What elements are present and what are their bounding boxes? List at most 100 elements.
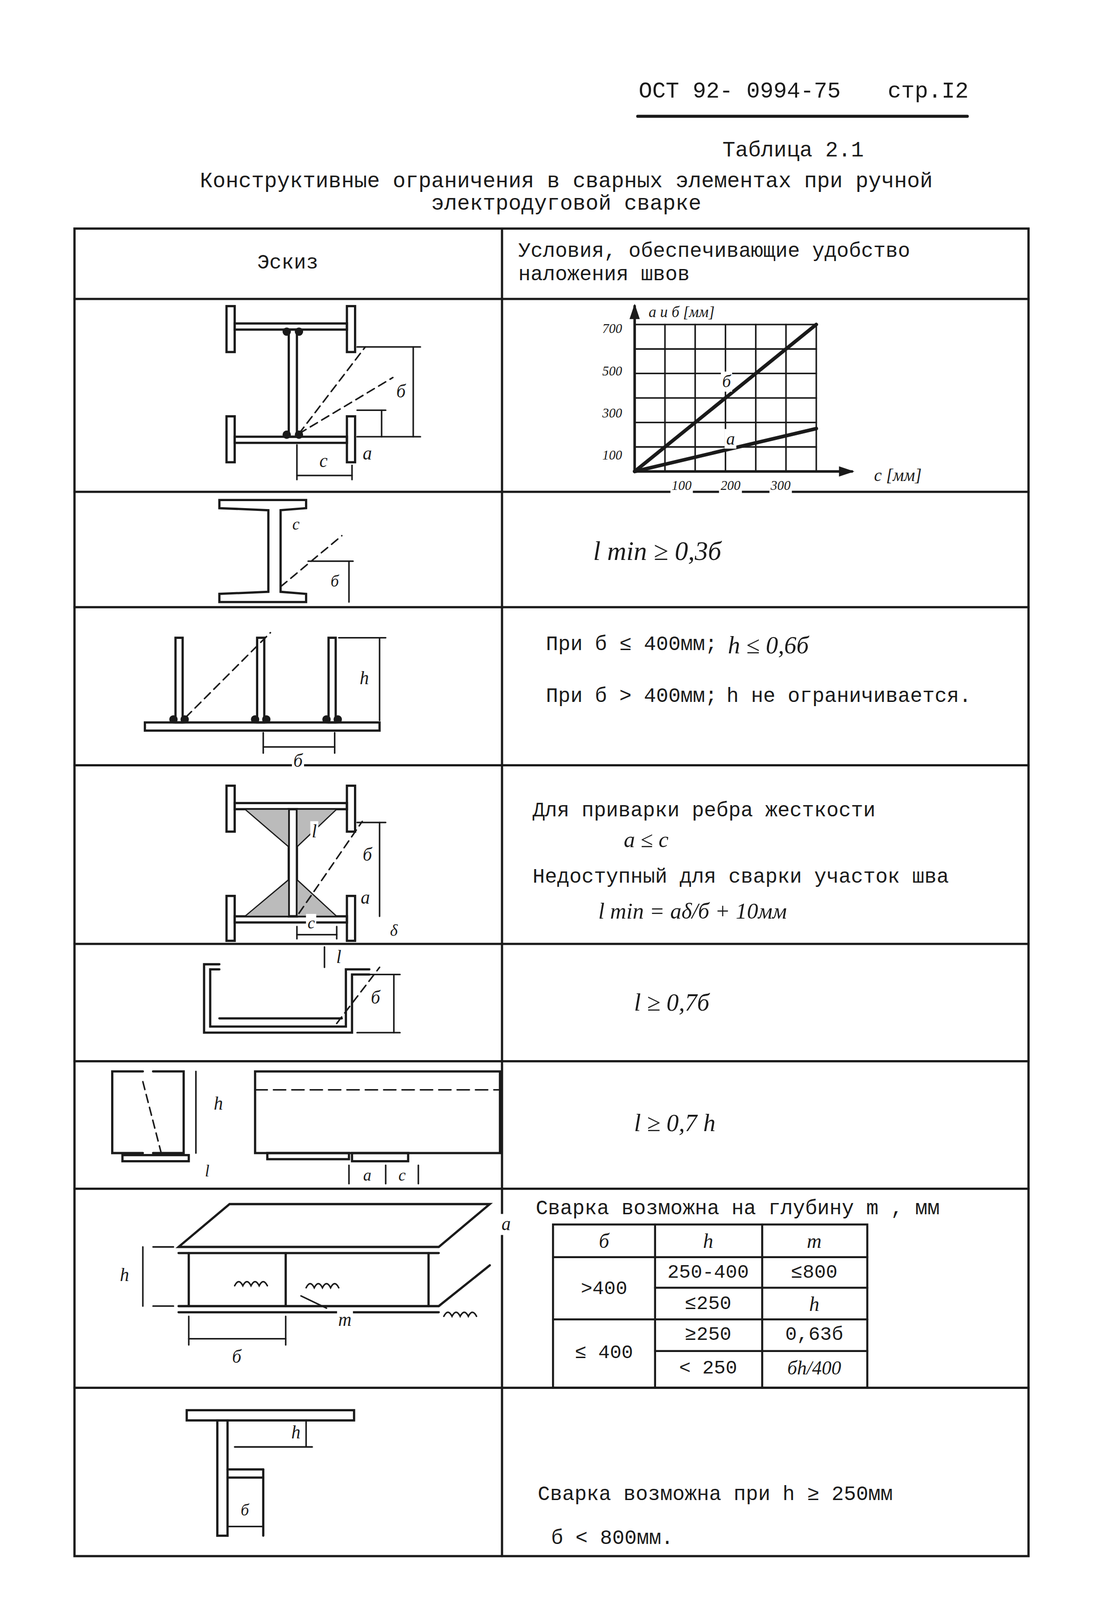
drawing-line [187,1252,191,1307]
drawing-line [296,474,353,477]
table-text: c [396,1166,408,1185]
table-text: Недоступный для сварки участок шва [532,865,949,890]
drawing-rect [552,1224,868,1388]
drawing-circle [263,716,270,723]
table-text: Сварка возможна на глубину m , мм [535,1197,940,1221]
drawing-line [552,1256,868,1259]
drawing-line [254,1088,500,1091]
table-text: a [724,428,737,449]
table-text: h [212,1093,225,1115]
table-text: Эскиз [257,251,319,276]
drawing-line [755,324,757,472]
table-text: При б > 400мм; [545,685,718,709]
drawing-line [153,1245,174,1248]
drawing-line [634,428,817,472]
page-header: ОСТ 92- 0994-75 [638,78,842,105]
sketch-row6 [112,1071,500,1184]
drawing-path [234,1281,340,1288]
table-text: a [361,1166,373,1185]
table-text: < 250 [678,1357,738,1380]
drawing-line [74,606,1029,609]
drawing-line [298,821,362,914]
table-text: б [329,572,341,591]
drawing-line [141,1246,144,1307]
drawing-rect [226,305,235,352]
table-text: ≤250 [685,1293,732,1316]
drawing-line [298,346,366,434]
drawing-line [74,297,1029,301]
drawing-line [263,746,335,748]
drawing-rect [175,637,183,723]
drawing-path [210,969,370,1027]
drawing-rect [122,1154,189,1161]
drawing-line [234,1446,313,1448]
drawing-rect [346,785,355,832]
table-text: a [359,887,372,909]
table-text: 200 [719,478,743,494]
drawing-path [204,964,370,1033]
table-text: Условия, обеспечивающие удобство наложен… [518,239,923,287]
drawing-line [284,1316,287,1345]
sketch-row7 [142,1203,490,1345]
drawing-line [305,1420,307,1447]
drawing-rect [144,722,380,731]
table-text: 300 [769,478,792,494]
page-header: стр.I2 [887,78,969,105]
table-text: l ≥ 0,7б [632,988,712,1017]
drawing-line [335,926,338,939]
drawing-line [74,1386,1029,1389]
table-text: Для приварки ребра жесткости [532,799,876,823]
page-header: Таблица 2.1 [722,138,864,164]
drawing-line [348,561,350,602]
drawing-line [188,1316,190,1345]
table-text: c [306,913,317,933]
drawing-line [357,436,421,438]
sketch-row5 [204,947,401,1033]
drawing-line [427,1252,430,1307]
table-text: a [361,443,374,465]
table-text: c [мм] [872,465,924,486]
drawing-line [296,445,298,480]
drawing-line [301,1295,327,1309]
drawing-line [694,324,696,472]
chart [630,305,852,476]
sketch-row2 [219,500,354,602]
drawing-rect [288,329,297,437]
table-text: m [805,1229,824,1253]
table-text: 500 [600,363,624,380]
table-text: ≤ 400 [574,1341,634,1365]
drawing-path [178,1203,490,1247]
drawing-line [815,324,817,472]
drawing-path [443,1312,477,1317]
drawing-line [74,1187,1029,1190]
drawing-rect [226,785,235,832]
drawing-circle [283,431,290,438]
table-text: a ≤ c [622,827,671,853]
drawing-line [378,822,381,917]
table-text: δ [388,921,399,941]
drawing-circle [252,716,259,723]
drawing-rect [288,809,297,917]
table-text: 700 [600,320,624,337]
table-text: б [291,750,305,772]
drawing-line [384,1165,387,1184]
drawing-line [185,632,271,718]
table-text: c [290,515,302,534]
table-text: б [239,1500,251,1520]
drawing-line [227,1525,263,1528]
header-rule [637,115,968,118]
table-text: б [395,381,408,403]
drawing-rect [74,228,1029,1556]
drawing-line [412,346,414,437]
drawing-rect [346,305,355,352]
table-text: h [289,1421,303,1443]
drawing-line [633,305,636,472]
drawing-line [381,410,383,437]
drawing-line [501,228,504,1556]
table-text: l min = aδ/б + 10мм [596,898,789,925]
table-text: б [720,371,733,392]
drawing-rect [257,637,265,723]
drawing-line [142,1081,162,1153]
drawing-rect [328,637,336,723]
